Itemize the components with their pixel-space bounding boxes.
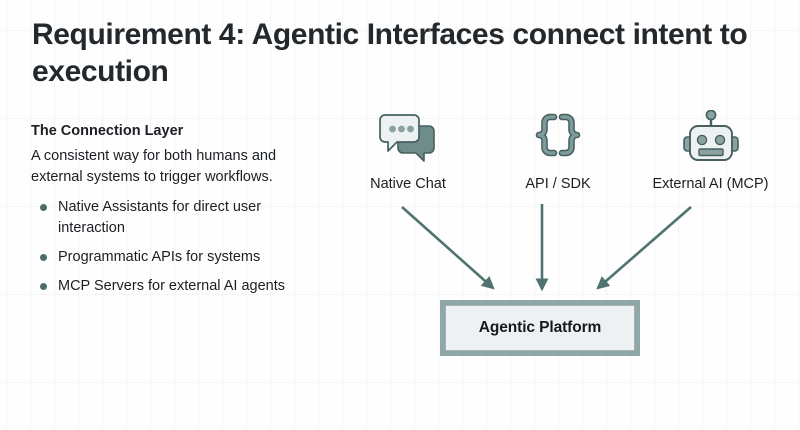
left-text-column: The Connection Layer A consistent way fo… [31,122,293,306]
node-label: External AI (MCP) [652,176,769,192]
list-item: MCP Servers for external AI agents [31,276,293,296]
curly-braces-icon [478,108,638,170]
node-label: API / SDK [525,176,591,192]
list-item-text: MCP Servers for external AI agents [58,278,286,295]
node-label: Native Chat [370,176,446,192]
section-description: A consistent way for both humans and ext… [31,147,277,185]
arrow-layer [401,204,692,292]
bullet-dot-icon [40,253,47,261]
robot-head-icon [618,108,800,170]
agentic-platform-label: Agentic Platform [478,319,602,336]
bullet-list: Native Assistants for direct user intera… [31,197,293,296]
agentic-platform-box: Agentic Platform [440,300,640,356]
page-title: Requirement 4: Agentic Interfaces connec… [32,18,748,89]
section-subheading: The Connection Layer [31,123,184,139]
list-item: Programmatic APIs for systems [31,247,293,267]
list-item-text: Programmatic APIs for systems [58,248,261,265]
diagram-node-api-sdk: API / SDK [478,108,638,192]
chat-bubbles-icon [328,108,488,170]
arrow-external-ai-to-platform [596,206,692,290]
list-item: Native Assistants for direct user intera… [31,197,293,238]
bullet-dot-icon [40,204,47,212]
diagram-node-native-chat: Native Chat [328,108,488,192]
agentic-platform-inner: Agentic Platform [445,305,635,351]
list-item-text: Native Assistants for direct user intera… [58,199,262,236]
connection-diagram: Native Chat API / SDK [330,108,800,378]
bullet-dot-icon [40,283,47,291]
arrow-native-chat-to-platform [401,206,495,290]
diagram-node-external-ai: External AI (MCP) [618,108,800,192]
